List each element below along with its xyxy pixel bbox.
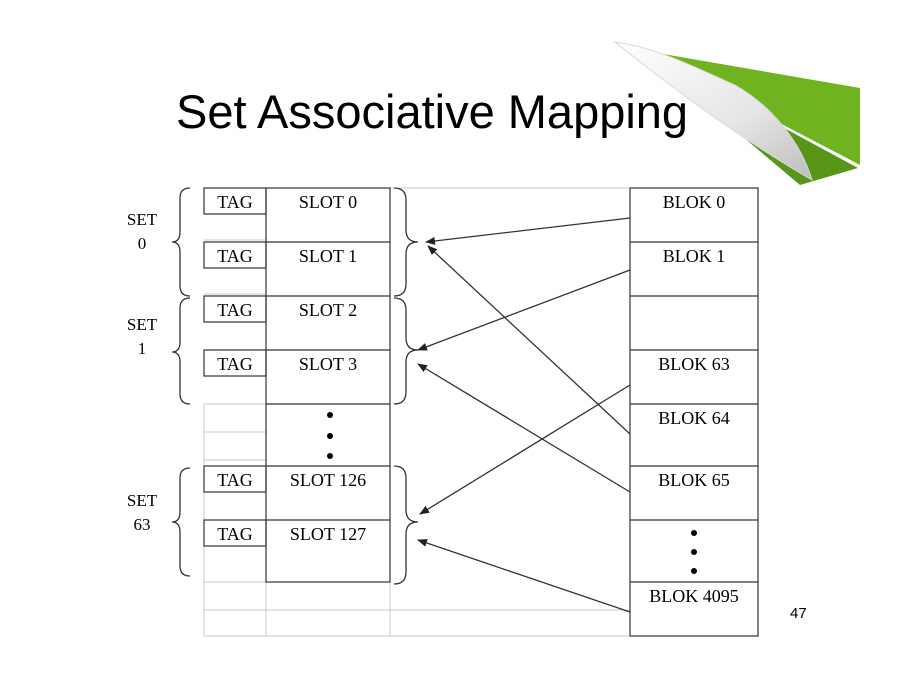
block-label: BLOK 64: [658, 408, 730, 428]
block-label: BLOK 65: [658, 470, 730, 490]
tag-label: TAG: [217, 354, 253, 374]
cache-ellipsis-dots: [327, 412, 333, 459]
background-grid: [203, 187, 630, 637]
tag-label: TAG: [217, 192, 253, 212]
set-label: 1: [138, 339, 147, 358]
tag-label: TAG: [217, 524, 253, 544]
block-label: BLOK 4095: [649, 586, 739, 606]
slot-label: SLOT 2: [299, 300, 357, 320]
arrow-blok63-to-set63: [419, 384, 631, 515]
arrow-blok4095-to-set63: [417, 539, 631, 613]
arrow-blok64-to-set0: [427, 245, 631, 435]
block-label: BLOK 1: [663, 246, 726, 266]
cache-table: [203, 187, 391, 583]
block-labels: BLOK 0 BLOK 1 BLOK 63 BLOK 64 BLOK 65 BL…: [649, 192, 739, 606]
arrow-blok65-to-set1: [417, 363, 631, 493]
set-label: 63: [134, 515, 151, 534]
set-label: 0: [138, 234, 147, 253]
left-set-braces: [171, 187, 191, 577]
slot-label: SLOT 126: [290, 470, 366, 490]
block-label: BLOK 0: [663, 192, 726, 212]
mapping-arrows: [417, 217, 631, 613]
slot-labels: SLOT 0 SLOT 1 SLOT 2 SLOT 3 SLOT 126 SLO…: [290, 192, 366, 544]
tag-labels: TAG TAG TAG TAG TAG TAG: [217, 192, 253, 544]
arrow-blok1-to-set1: [417, 269, 631, 351]
memory-table: [629, 187, 759, 637]
set-label: SET: [127, 315, 158, 334]
tag-label: TAG: [217, 246, 253, 266]
page-number: 47: [790, 605, 807, 622]
set-labels: SET 0 SET 1 SET 63: [127, 210, 158, 534]
tag-label: TAG: [217, 470, 253, 490]
arrow-blok0-to-set0: [425, 217, 631, 245]
slide-title: Set Associative Mapping: [176, 85, 689, 138]
set-label: SET: [127, 491, 158, 510]
right-set-braces: [393, 187, 419, 585]
slot-label: SLOT 0: [299, 192, 357, 212]
block-label: BLOK 63: [658, 354, 730, 374]
slot-label: SLOT 1: [299, 246, 357, 266]
slot-label: SLOT 3: [299, 354, 357, 374]
memory-ellipsis-dots: [691, 530, 697, 574]
page-curl-decoration: [613, 41, 860, 185]
tag-label: TAG: [217, 300, 253, 320]
set-label: SET: [127, 210, 158, 229]
slot-label: SLOT 127: [290, 524, 366, 544]
